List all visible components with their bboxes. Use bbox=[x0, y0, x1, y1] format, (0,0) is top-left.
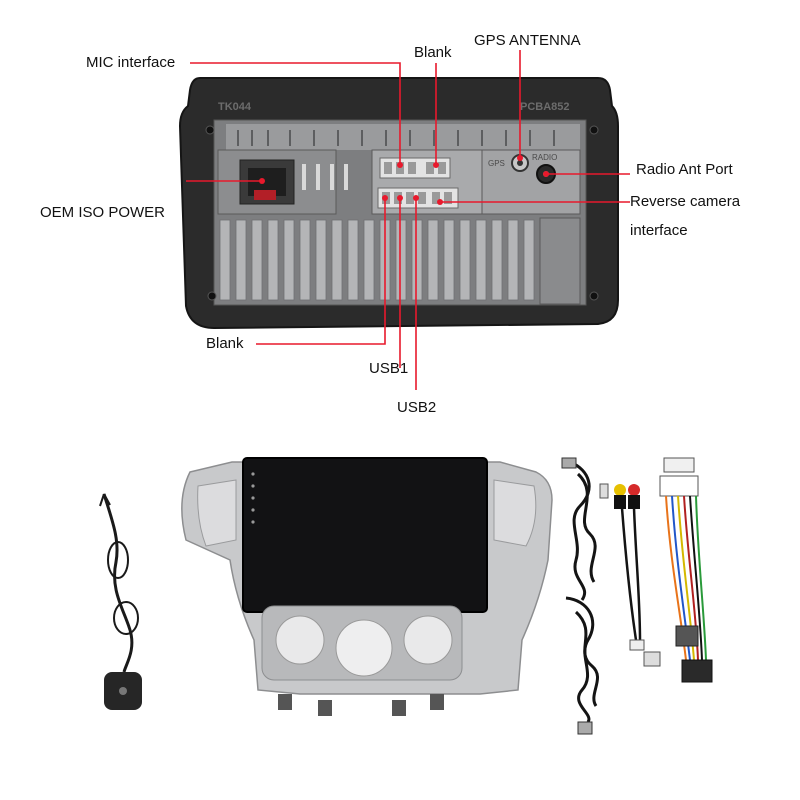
radio-port-marking: RADIO bbox=[532, 153, 557, 162]
callout-dots bbox=[259, 155, 549, 205]
knob-center bbox=[335, 619, 393, 677]
label-radio-ant-port: Radio Ant Port bbox=[636, 161, 733, 178]
knob-right bbox=[403, 615, 453, 665]
label-reverse-camera: Reverse camera bbox=[630, 193, 741, 210]
head-unit-rear-view: TK044 PCBA852 GPS RADIO bbox=[178, 77, 619, 330]
bezel-screws bbox=[205, 125, 599, 301]
line-blank-bottom bbox=[256, 198, 386, 345]
iso-power-fuse bbox=[254, 190, 276, 200]
side-bracket bbox=[539, 217, 581, 305]
wiring-harness-icon bbox=[643, 457, 713, 683]
top-plate bbox=[226, 124, 580, 150]
middle-vents bbox=[302, 164, 348, 190]
label-blank-top: Blank bbox=[414, 44, 452, 61]
gps-port-marking: GPS bbox=[488, 159, 505, 168]
usb-cable-icon bbox=[561, 457, 609, 735]
head-unit-icon bbox=[181, 457, 553, 716]
screen-side-icons bbox=[251, 472, 255, 524]
gps-port-center bbox=[517, 160, 523, 166]
callout-lines bbox=[186, 50, 630, 390]
model-marking-left: TK044 bbox=[218, 101, 252, 113]
label-oem-iso-power: OEM ISO POWER bbox=[40, 204, 166, 221]
rca-cable-icon bbox=[614, 484, 645, 651]
label-blank-bottom: Blank bbox=[206, 335, 244, 352]
model-marking-right: PCBA852 bbox=[520, 101, 570, 113]
top-vents bbox=[237, 130, 555, 146]
mount-clips bbox=[278, 694, 444, 716]
label-usb2: USB2 bbox=[397, 399, 437, 416]
line-mic bbox=[190, 62, 401, 165]
screen bbox=[242, 457, 488, 613]
right-vent bbox=[493, 479, 537, 547]
label-mic-interface: MIC interface bbox=[86, 54, 176, 71]
heatsink-fins bbox=[219, 219, 535, 301]
label-reverse-interface: interface bbox=[630, 222, 688, 239]
label-gps-antenna: GPS ANTENNA bbox=[474, 32, 581, 49]
gps-antenna-icon bbox=[99, 493, 142, 710]
label-usb1: USB1 bbox=[369, 360, 409, 377]
antenna-panel bbox=[481, 149, 581, 215]
knob-left bbox=[275, 615, 325, 665]
left-vent bbox=[197, 479, 237, 547]
